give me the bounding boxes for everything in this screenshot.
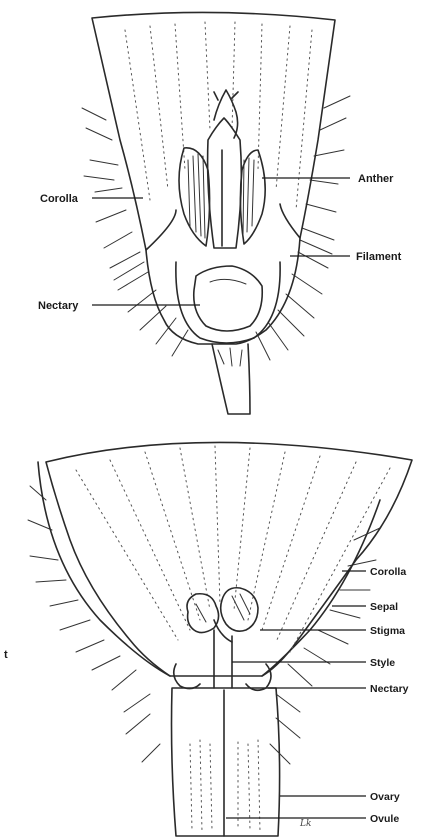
bottom-style (214, 630, 232, 688)
bottom-nectary (174, 664, 271, 690)
top-label-anther: Anther (358, 173, 394, 185)
bottom-label-stigma: Stigma (370, 625, 405, 637)
top-flower-drawing (82, 12, 350, 414)
bottom-sepal (38, 462, 380, 676)
bottom-label-ovule: Ovule (370, 813, 399, 825)
artist-signature: Lk (299, 819, 311, 829)
bottom-stigma (187, 588, 258, 642)
bottom-label-style: Style (370, 657, 395, 669)
top-label-filament: Filament (356, 251, 402, 263)
bottom-flower-drawing (28, 442, 412, 836)
top-label-nectary: Nectary (38, 300, 79, 312)
stray-mark: t (4, 649, 8, 661)
top-anther-column (208, 118, 242, 248)
bottom-label-nectary: Nectary (370, 683, 409, 695)
top-label-corolla: Corolla (40, 193, 79, 205)
bottom-label-ovary: Ovary (370, 791, 400, 803)
top-hairs-left (82, 108, 188, 356)
bottom-label-sepal: Sepal (370, 601, 398, 613)
bottom-ovary (172, 688, 280, 836)
top-venation (125, 22, 312, 210)
bottom-label-corolla: Corolla (370, 566, 406, 578)
top-nectary (194, 266, 263, 331)
bottom-venation (76, 446, 390, 652)
